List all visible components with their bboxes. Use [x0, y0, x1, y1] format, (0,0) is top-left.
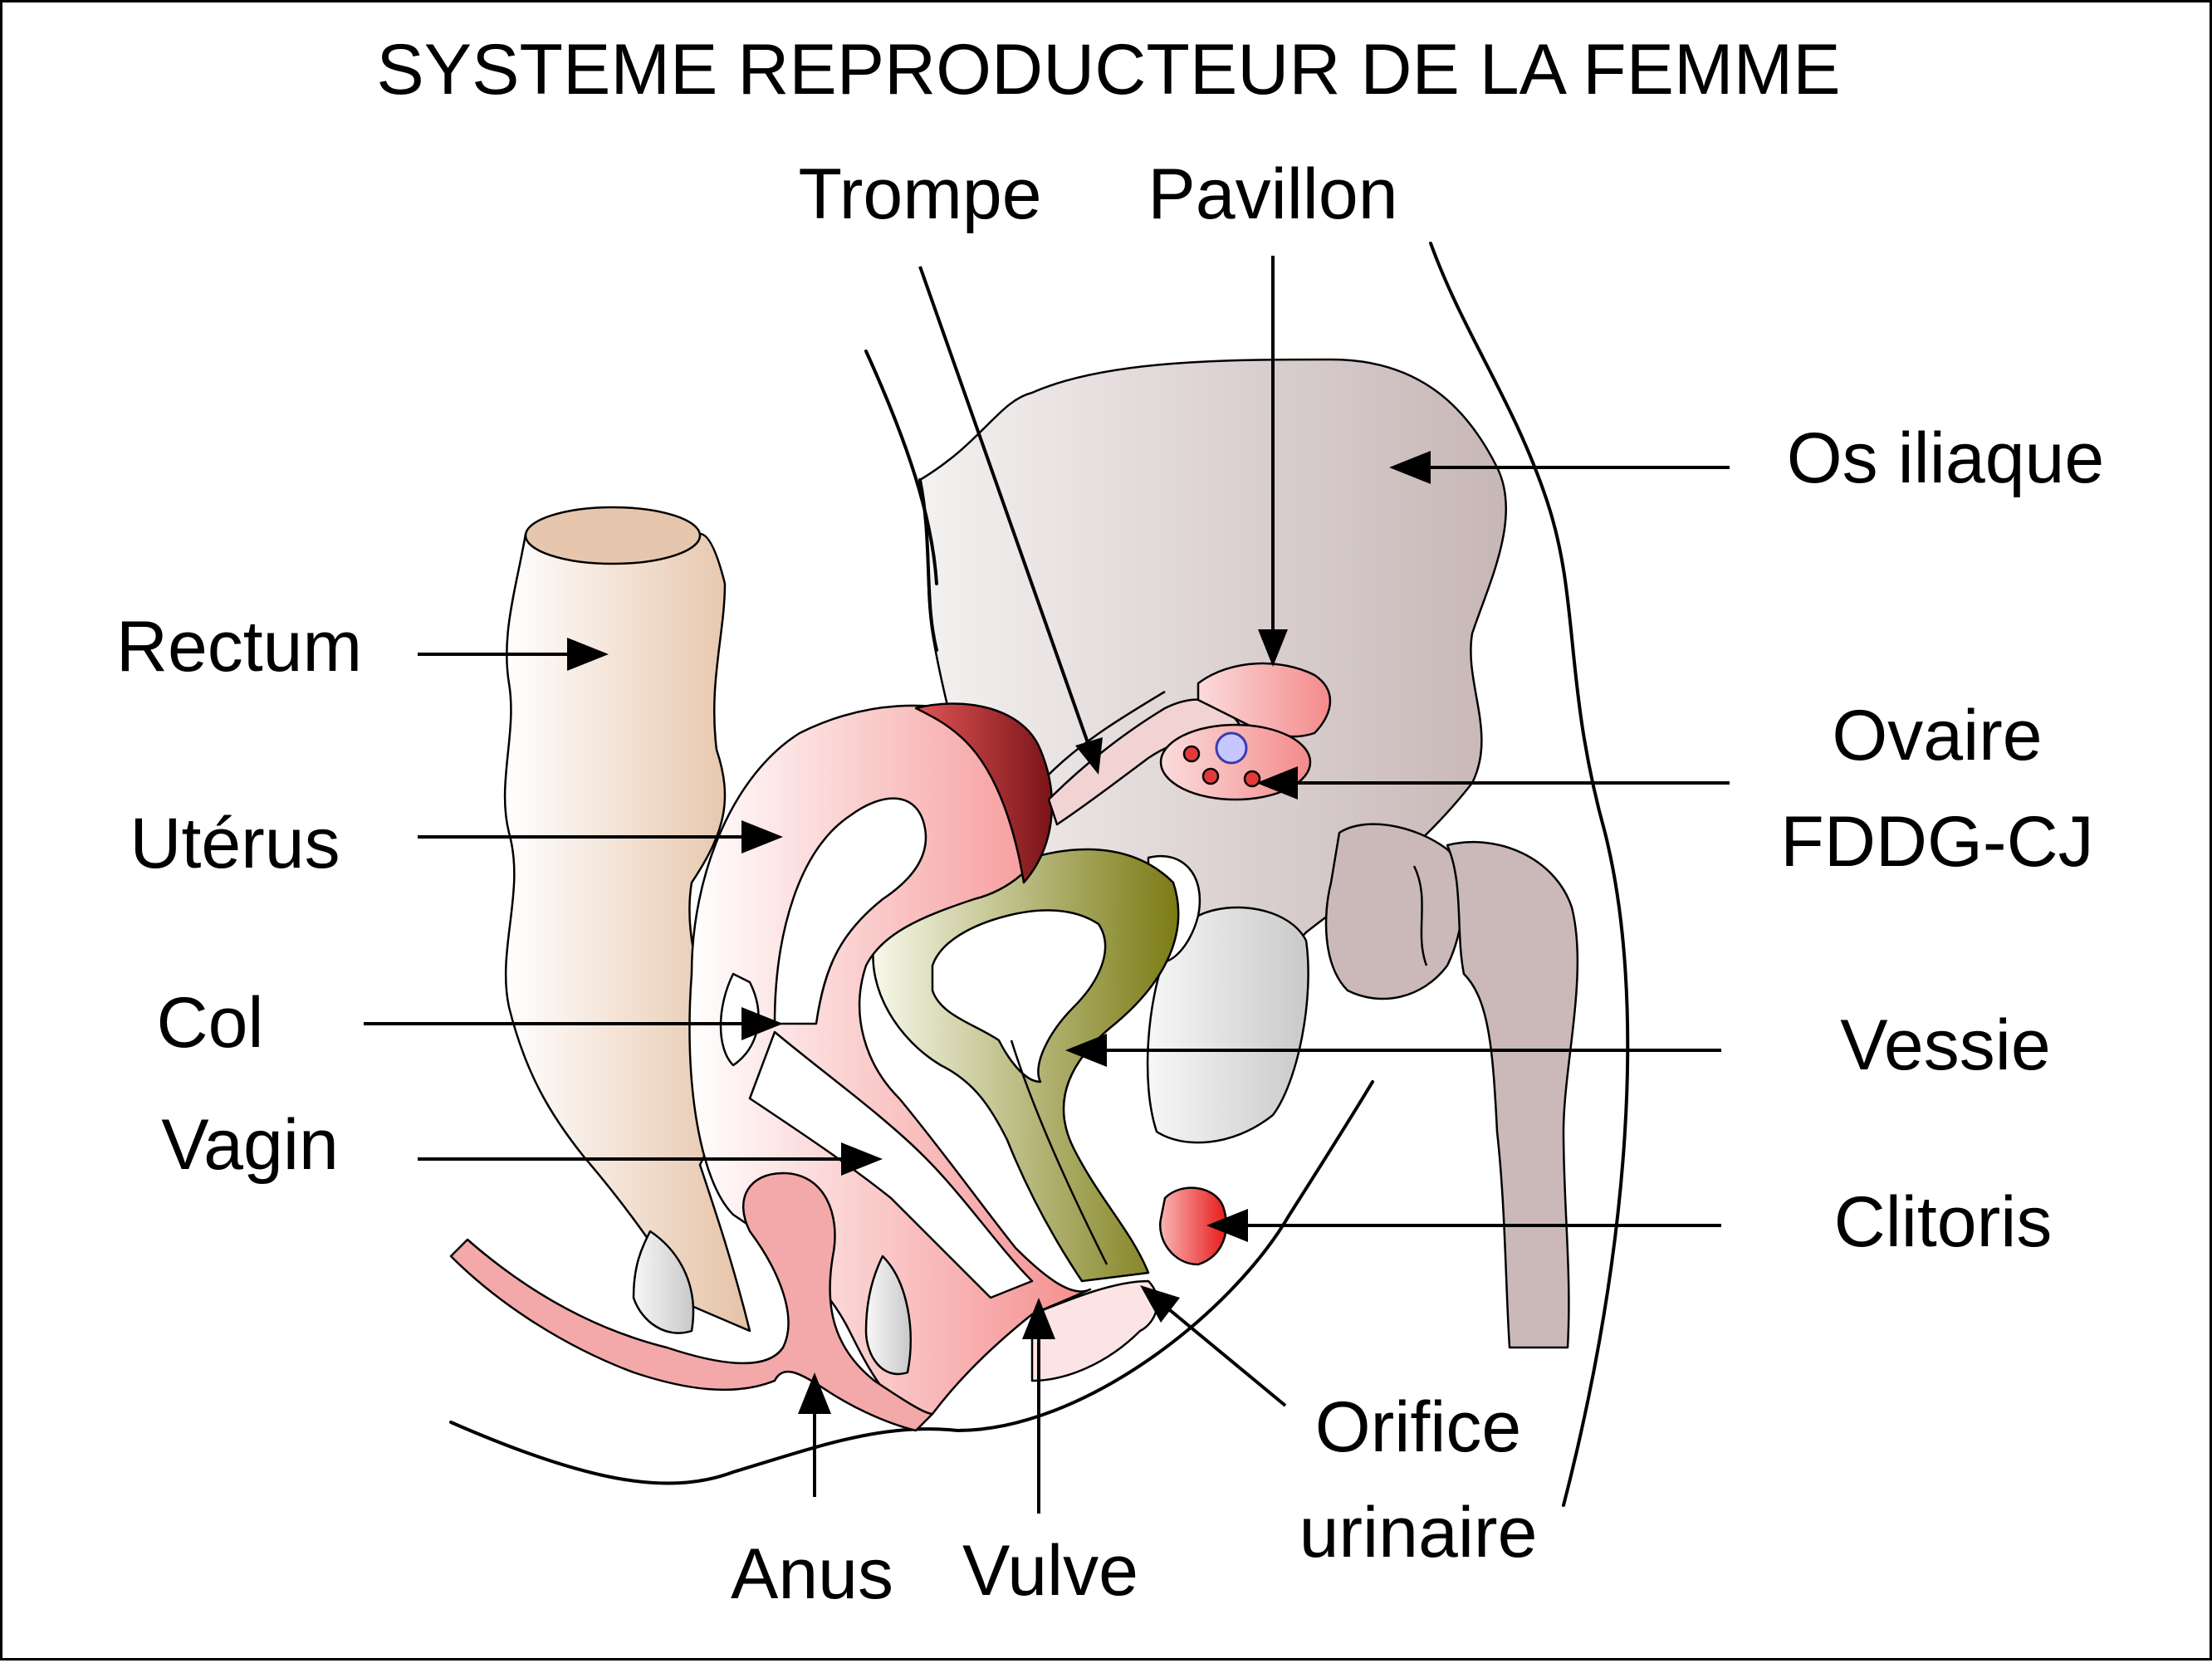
label-os-iliaque: Os iliaque	[1787, 418, 2104, 498]
label-rectum: Rectum	[116, 607, 362, 687]
label-vagin: Vagin	[161, 1105, 339, 1185]
anus-shape	[449, 1171, 934, 1432]
label-anus: Anus	[731, 1534, 893, 1614]
rectum-shape	[503, 506, 751, 1333]
vessie-shape	[872, 848, 1309, 1283]
pavillon-shape	[1197, 662, 1331, 738]
label-trompe: Trompe	[798, 154, 1041, 234]
label-ovaire: Ovaire	[1832, 696, 2042, 775]
label-orifice-line2: urinaire	[1299, 1493, 1538, 1573]
label-vessie: Vessie	[1840, 1005, 2050, 1085]
leader-lines	[364, 256, 1730, 1514]
label-vulve: Vulve	[962, 1531, 1138, 1611]
diagram-title: SYSTEME REPRODUCTEUR DE LA FEMME	[376, 30, 1840, 110]
clitoris-shape	[1030, 1186, 1227, 1382]
body-outline-back	[864, 350, 938, 585]
label-credit: FDDG-CJ	[1780, 802, 2093, 882]
body-outline-perineum	[449, 1080, 1374, 1485]
label-uterus: Utérus	[130, 804, 340, 883]
label-orifice-line1: Orifice	[1315, 1387, 1521, 1467]
body-outline-hip	[1429, 242, 1630, 1507]
label-pavillon: Pavillon	[1148, 154, 1397, 234]
label-clitoris: Clitoris	[1834, 1182, 2053, 1262]
label-col: Col	[156, 983, 263, 1063]
